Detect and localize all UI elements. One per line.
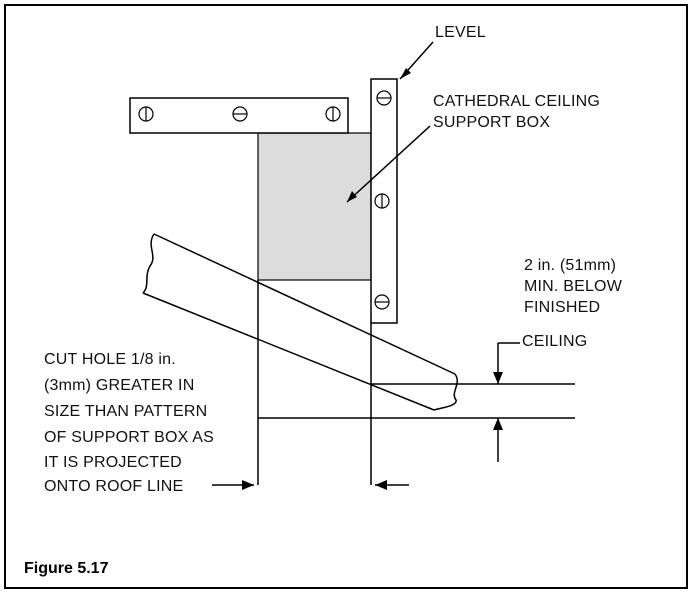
rafter-break-right xyxy=(433,373,459,411)
label-clearance-line-4: CEILING xyxy=(522,333,588,350)
level-vial-left xyxy=(138,106,154,122)
label-cut-hole-line-2: (3mm) GREATER IN xyxy=(44,377,195,394)
label-support-box-line-2: SUPPORT BOX xyxy=(433,114,551,131)
clearance-arrowhead-down xyxy=(493,372,503,384)
figure-caption: Figure 5.17 xyxy=(24,560,109,577)
label-support-box-line-1: CATHEDRAL CEILING xyxy=(433,93,600,110)
label-clearance-line-2: MIN. BELOW xyxy=(524,278,623,295)
support-box-pointer xyxy=(346,125,431,203)
rafter-bottom-edge xyxy=(142,292,435,411)
support-box-arrowhead xyxy=(347,191,357,202)
label-cut-hole-line-4: OF SUPPORT BOX AS xyxy=(44,429,214,446)
label-cut-hole-line-3: SIZE THAN PATTERN xyxy=(44,403,208,420)
label-clearance-line-3: FINISHED xyxy=(524,299,601,316)
level-vial-right xyxy=(325,106,341,122)
level-arrowhead xyxy=(400,68,411,79)
vertical-vial-middle xyxy=(374,193,390,209)
support-box xyxy=(257,132,372,281)
label-cut-hole-line-1: CUT HOLE 1/8 in. xyxy=(44,351,176,368)
cut-hole-arrowhead-right xyxy=(375,480,387,490)
label-clearance-line-1: 2 in. (51mm) xyxy=(524,257,617,274)
vertical-vial-bottom xyxy=(374,294,390,310)
label-cut-hole-line-5: IT IS PROJECTED xyxy=(44,454,182,471)
rafter-top-edge xyxy=(153,233,456,375)
label-cut-hole-line-6: ONTO ROOF LINE xyxy=(44,478,184,495)
vertical-vial-top xyxy=(376,90,392,106)
level-vial-center xyxy=(232,106,248,122)
cut-hole-arrowhead-left xyxy=(242,480,254,490)
clearance-arrowhead-up xyxy=(493,418,503,430)
rafter-break-left xyxy=(142,233,155,294)
label-level: LEVEL xyxy=(435,24,486,41)
